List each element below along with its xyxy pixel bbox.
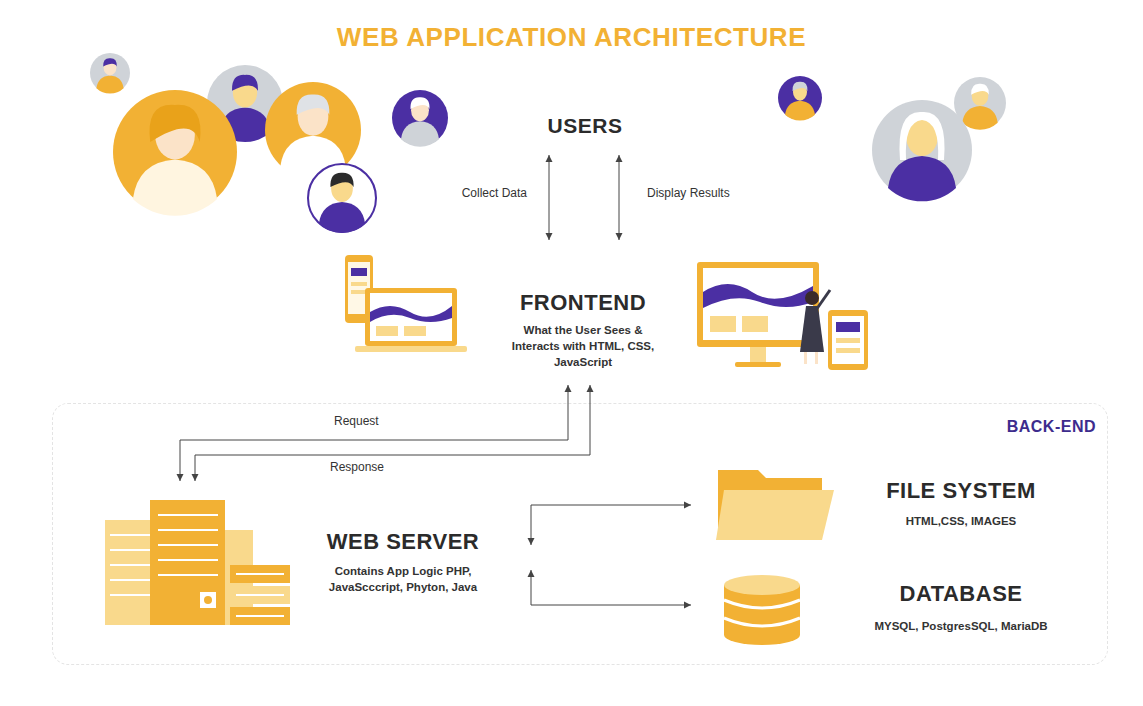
node-description: Contains App Logic PHP, JavaScccript, Ph…: [303, 563, 503, 595]
arrow-head: [177, 474, 184, 481]
arrow-head: [565, 385, 572, 392]
arrow-head: [684, 602, 691, 609]
arrow-head: [546, 155, 553, 162]
node-heading: USERS: [520, 114, 650, 138]
edge-label: Response: [330, 460, 384, 474]
device-illustration: [697, 262, 868, 370]
connector: [528, 502, 692, 546]
actor-group: USERS: [520, 110, 650, 155]
connector: [546, 155, 553, 240]
connector-line: [195, 385, 590, 481]
storage-box: FILE SYSTEMHTML,CSS, IMAGES: [691, 461, 1051, 551]
edge-label: Collect Data: [462, 186, 527, 200]
node-heading: DATABASE: [861, 581, 1061, 607]
connector: [528, 570, 692, 609]
connector-line: [549, 155, 550, 240]
node-description: MYSQL, PostgresSQL, MariaDB: [861, 618, 1061, 634]
arrow-head: [546, 233, 553, 240]
server-illustration: [105, 500, 290, 625]
node-heading: FILE SYSTEM: [861, 478, 1061, 504]
connector-line: [619, 155, 620, 240]
node-description: What the User Sees & Interacts with HTML…: [508, 322, 658, 370]
connector: [177, 385, 572, 481]
layer-box: FRONTEND What the User Sees & Interacts w…: [470, 240, 696, 385]
connector-line: [531, 570, 691, 605]
region-box: BACK-END WEB SERVER Contains App Logic PHP…: [52, 403, 1108, 665]
user-avatar: [872, 100, 972, 201]
device-illustration: [345, 255, 467, 352]
arrow-head: [528, 570, 535, 577]
user-avatar: [90, 53, 130, 94]
database-icon: [724, 575, 800, 645]
node-heading: WEB SERVER: [308, 529, 498, 555]
folder-icon: [716, 470, 834, 540]
node-description: HTML,CSS, IMAGES: [861, 513, 1061, 529]
arrow-head: [528, 538, 535, 545]
arrow-head: [192, 474, 199, 481]
connector-line: [180, 385, 568, 481]
user-avatar: [778, 76, 822, 121]
connector-line: [531, 505, 691, 545]
arrow-head: [616, 155, 623, 162]
connector: [192, 385, 594, 481]
arrow-head: [616, 233, 623, 240]
connector: [616, 155, 623, 240]
region-heading: BACK-END: [946, 418, 1096, 436]
edge-label: Display Results: [647, 186, 730, 200]
arrow-head: [587, 385, 594, 392]
user-avatar: [308, 164, 376, 233]
user-avatar: [392, 90, 448, 147]
user-avatar: [113, 90, 237, 216]
edge-label: Request: [334, 414, 379, 428]
diagram-title: WEB APPLICATION ARCHITECTURE: [0, 22, 1143, 53]
server-box: WEB SERVER Contains App Logic PHP, JavaSc…: [101, 481, 531, 631]
database-box: DATABASEMYSQL, PostgresSQL, MariaDB: [691, 561, 1051, 651]
arrow-head: [684, 502, 691, 509]
node-heading: FRONTEND: [470, 290, 696, 316]
